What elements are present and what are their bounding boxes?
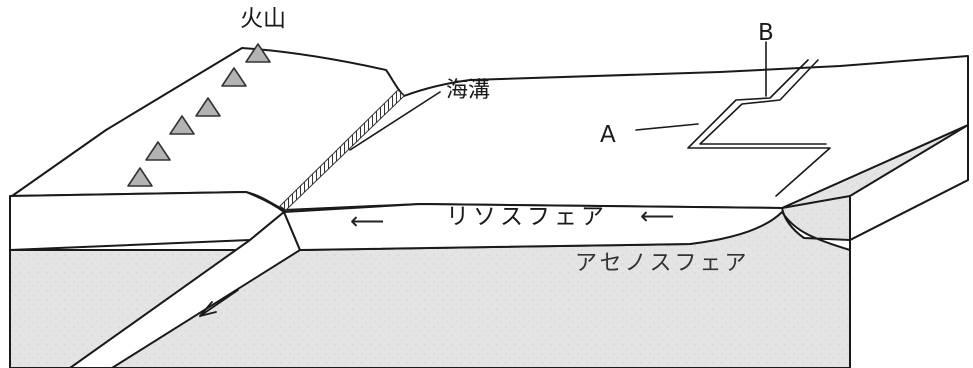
asthenosphere-label: アセノスフェア bbox=[575, 251, 750, 276]
volcano-icon bbox=[245, 43, 271, 63]
volcano-icon bbox=[221, 67, 247, 87]
left-arrow-icon: ⟵ bbox=[350, 207, 385, 235]
a-leader bbox=[635, 123, 699, 131]
point-a-label: A bbox=[600, 122, 616, 148]
slab-arrow bbox=[199, 289, 239, 317]
volcano-icon bbox=[145, 141, 171, 161]
overriding-plate-front bbox=[9, 191, 285, 251]
lithosphere-front bbox=[283, 203, 851, 251]
volcano-icon bbox=[195, 97, 221, 117]
point-b-label: B bbox=[758, 20, 774, 46]
left-arrow-icon: ⟵ bbox=[640, 202, 675, 230]
overriding-plate-top bbox=[11, 47, 969, 211]
volcano-markers bbox=[127, 43, 271, 187]
lithosphere-label: リソスフェア bbox=[446, 204, 608, 230]
ridge-offset-outline bbox=[687, 59, 831, 197]
trench-hatch bbox=[279, 89, 405, 211]
volcano-label: 火山 bbox=[240, 6, 286, 32]
volcano-icon bbox=[169, 115, 195, 135]
trench-leader bbox=[349, 91, 441, 151]
volcano-icon bbox=[127, 167, 153, 187]
trench-label: 海溝 bbox=[446, 78, 491, 103]
